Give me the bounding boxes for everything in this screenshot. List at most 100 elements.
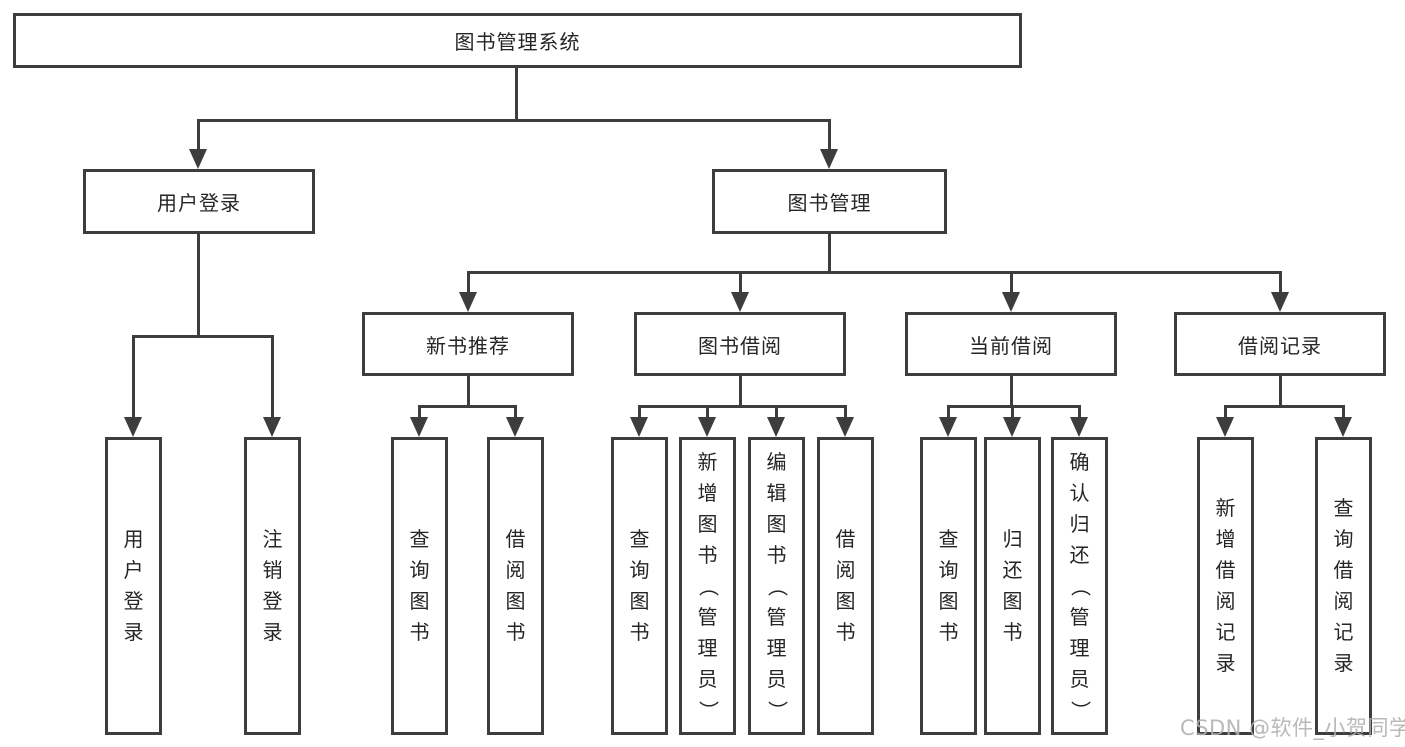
connector-line	[844, 405, 847, 417]
vertical-char: 询	[1333, 527, 1354, 551]
vertical-char: 查	[629, 527, 650, 551]
vertical-char: 记	[1333, 620, 1354, 644]
connector-line	[197, 119, 200, 149]
connector-arrowhead	[1271, 292, 1289, 312]
connector-line	[418, 405, 421, 417]
vertical-char: 用	[123, 527, 144, 551]
vertical-char: 录	[123, 620, 144, 644]
vertical-char: 借	[835, 527, 856, 551]
csdn-watermark: CSDN @软件_小贺同学	[1180, 716, 1405, 740]
leaf-records-add-record: 新增借阅记录	[1197, 437, 1254, 735]
vertical-char: 书	[835, 620, 856, 644]
vertical-char: 书	[505, 620, 526, 644]
vertical-char: （	[696, 576, 720, 596]
leaf-user-login: 用户登录	[105, 437, 162, 735]
vertical-char: 借	[1333, 558, 1354, 582]
vertical-char: 询	[938, 558, 959, 582]
vertical-char: 理	[1069, 635, 1090, 660]
vertical-char: （	[765, 576, 789, 596]
connector-arrowhead	[939, 417, 957, 437]
vertical-char: 员	[1069, 666, 1090, 691]
connector-line	[828, 234, 831, 271]
vertical-char: 阅	[835, 558, 856, 582]
node-current-borrowing: 当前借阅	[905, 312, 1117, 376]
node-library-system-label: 图书管理系统	[454, 30, 581, 54]
node-book-management-label: 图书管理	[787, 191, 872, 215]
vertical-char: 登	[262, 589, 283, 613]
vertical-char: 管	[697, 604, 718, 629]
leaf-borrow-add-books-admin: 新增图书（管理员）	[679, 437, 736, 735]
vertical-char: 还	[1069, 542, 1090, 567]
node-new-book-recommend: 新书推荐	[362, 312, 574, 376]
connector-arrowhead	[836, 417, 854, 437]
connector-arrowhead	[1070, 417, 1088, 437]
vertical-char: 管	[766, 604, 787, 629]
vertical-char: ）	[1068, 700, 1092, 720]
leaf-records-query-record: 查询借阅记录	[1315, 437, 1372, 735]
vertical-char: 记	[1215, 620, 1236, 644]
vertical-char: 书	[409, 620, 430, 644]
node-book-borrowing-label: 图书借阅	[698, 333, 782, 358]
leaf-current-confirm-return-admin: 确认归还（管理员）	[1051, 437, 1108, 735]
leaf-borrow-query-books: 查询图书	[611, 437, 668, 735]
connector-line	[1078, 405, 1081, 417]
vertical-char: 理	[766, 635, 787, 660]
connector-line	[947, 405, 950, 417]
vertical-char: 注	[262, 527, 283, 551]
vertical-char: 图	[835, 589, 856, 613]
node-user-login: 用户登录	[83, 169, 315, 234]
connector-arrowhead	[410, 417, 428, 437]
connector-line	[1224, 405, 1227, 417]
vertical-char: 认	[1069, 480, 1090, 505]
connector-line	[638, 405, 641, 417]
vertical-char: 员	[697, 666, 718, 691]
vertical-char: 图	[766, 511, 787, 536]
connector-line	[197, 119, 831, 122]
vertical-char: 录	[262, 620, 283, 644]
connector-line	[1342, 405, 1345, 417]
connector-arrowhead	[506, 417, 524, 437]
vertical-char: 录	[1215, 651, 1236, 675]
vertical-char: 归	[1002, 527, 1023, 551]
connector-line	[197, 234, 200, 335]
connector-line	[739, 271, 742, 292]
vertical-char: 询	[629, 558, 650, 582]
connector-arrowhead	[820, 149, 838, 169]
vertical-char: 图	[629, 589, 650, 613]
connector-line	[467, 376, 470, 405]
connector-arrowhead	[1216, 417, 1234, 437]
connector-arrowhead	[1003, 417, 1021, 437]
connector-arrowhead	[698, 417, 716, 437]
vertical-char: 编	[766, 449, 787, 474]
vertical-char: 录	[1333, 651, 1354, 675]
vertical-char: 查	[938, 527, 959, 551]
connector-line	[1279, 376, 1282, 405]
connector-line	[467, 271, 1281, 274]
node-new-book-recommend-label: 新书推荐	[426, 333, 510, 358]
vertical-char: 查	[409, 527, 430, 551]
vertical-char: 书	[1002, 620, 1023, 644]
connector-arrowhead	[767, 417, 785, 437]
leaf-current-query-books: 查询图书	[920, 437, 977, 735]
connector-line	[467, 271, 470, 292]
vertical-char: 书	[697, 542, 718, 567]
vertical-char: 图	[697, 511, 718, 536]
vertical-char: 新	[1215, 496, 1236, 520]
vertical-char: 书	[938, 620, 959, 644]
vertical-char: 图	[1002, 589, 1023, 613]
connector-line	[638, 405, 846, 408]
vertical-char: 确	[1069, 449, 1090, 474]
vertical-char: 图	[409, 589, 430, 613]
vertical-char: 借	[505, 527, 526, 551]
vertical-char: 销	[262, 558, 283, 582]
vertical-char: 借	[1215, 558, 1236, 582]
connector-arrowhead	[630, 417, 648, 437]
vertical-char: 登	[123, 589, 144, 613]
vertical-char: 新	[697, 449, 718, 474]
leaf-recommend-borrow-books: 借阅图书	[487, 437, 544, 735]
vertical-char: 图	[505, 589, 526, 613]
connector-line	[515, 68, 518, 119]
connector-line	[828, 119, 831, 149]
vertical-char: 书	[629, 620, 650, 644]
